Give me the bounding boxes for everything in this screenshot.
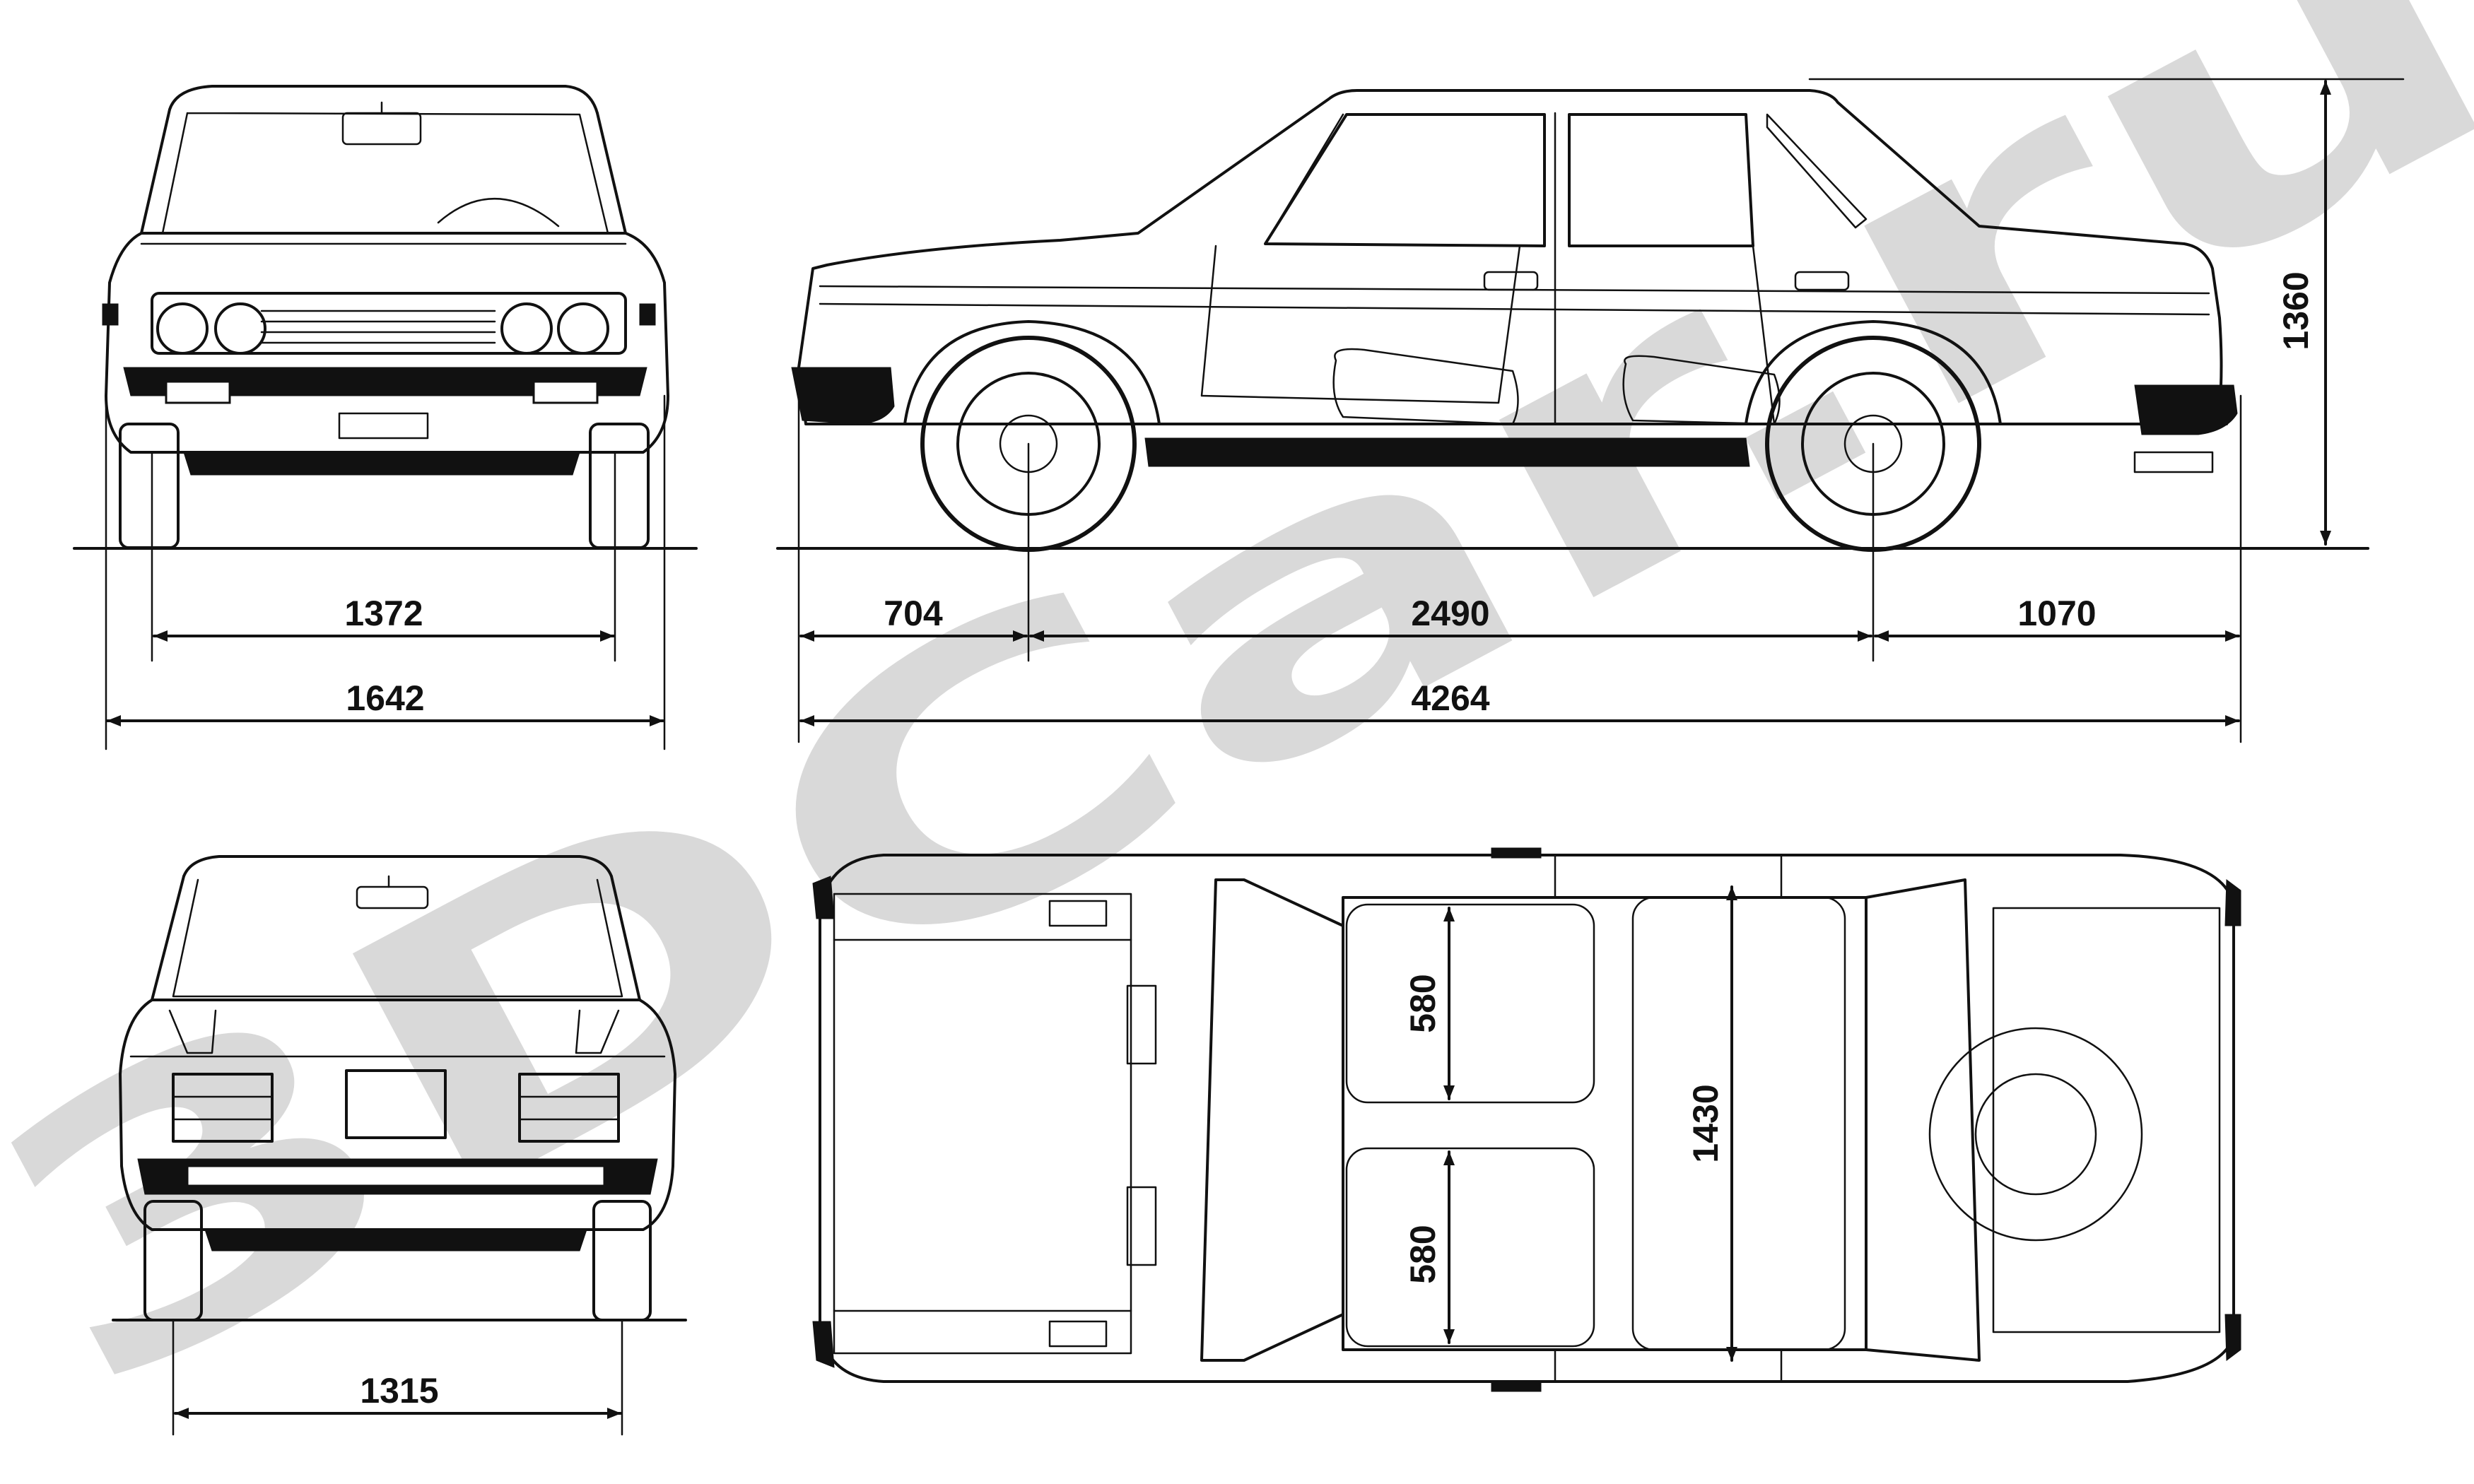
interior-width-label: 1430 (1686, 1084, 1725, 1162)
dimension-labels: 1372 1642 1315 704 2490 1070 4264 1360 5… (344, 271, 2316, 1411)
front-track-label: 1372 (344, 594, 423, 633)
seat-depth-right-label: 580 (1403, 1225, 1443, 1283)
rear-view (112, 855, 687, 1321)
side-view (776, 89, 2369, 552)
top-view (812, 847, 2241, 1392)
rear-overhang-label: 1070 (2017, 594, 2096, 633)
wheelbase-label: 2490 (1411, 594, 1489, 633)
rear-track-label: 1315 (360, 1371, 438, 1411)
overall-length-label: 4264 (1411, 678, 1489, 718)
height-label: 1360 (2276, 271, 2316, 350)
front-view (73, 85, 698, 550)
dimension-lines (105, 78, 2405, 1436)
overall-width-label: 1642 (346, 678, 424, 718)
seat-depth-left-label: 580 (1403, 974, 1443, 1032)
front-overhang-label: 704 (884, 594, 943, 633)
